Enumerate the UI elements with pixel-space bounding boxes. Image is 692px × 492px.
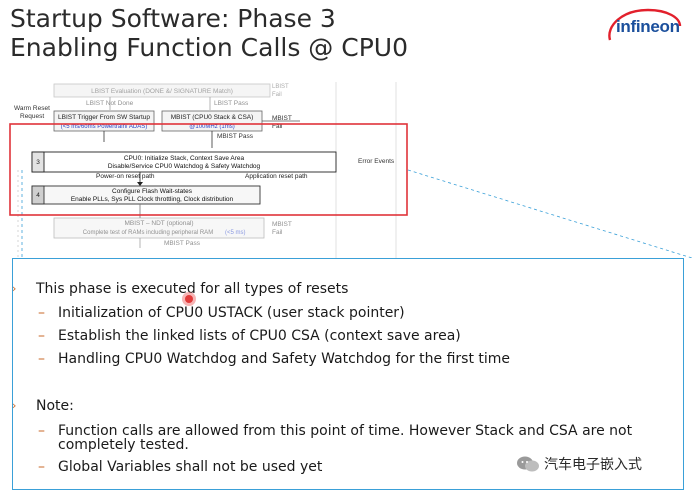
sub-bullet-3: Handling CPU0 Watchdog and Safety Watchd…	[58, 351, 511, 367]
sub-bullet-5: Global Variables shall not be used yet	[58, 459, 323, 475]
lbist-eval-label: LBIST Evaluation (DONE &/ SIGNATURE Matc…	[91, 88, 233, 95]
mbist-cpu-label: MBIST (CPU0 Stack & CSA)	[171, 114, 254, 121]
lbist-fail-label: LBIST	[272, 84, 289, 90]
dash-icon: –	[38, 328, 45, 344]
logo-swoosh-icon	[608, 8, 682, 41]
sub-bullet-1: Initialization of CPU0 USTACK (user stac…	[58, 305, 405, 321]
mbist-fail-label: Fail	[272, 123, 283, 130]
mbist-label: MBIST	[272, 115, 292, 122]
lbist-eval-box	[53, 83, 271, 98]
step4-line1: Configure Flash Wait-states	[112, 188, 193, 195]
flow-diagram-svg: LBIST Evaluation (DONE &/ SIGNATURE Matc…	[9, 82, 692, 259]
slide-title: Startup Software: Phase 3 Enabling Funct…	[10, 4, 408, 62]
mbist-ndt-time: (<5 ms)	[225, 230, 246, 236]
slide-title-line-1: Startup Software: Phase 3	[10, 4, 336, 33]
mbist-ndt-fail-label-2: Fail	[272, 229, 283, 236]
dash-icon: –	[38, 459, 45, 475]
wechat-icon	[517, 456, 539, 472]
step4-line2: Enable PLLs, Sys PLL Clock throttling, C…	[71, 196, 234, 203]
dash-icon: –	[38, 423, 45, 439]
mbist-ndt-sub: Complete test of RAMs including peripher…	[83, 230, 213, 236]
lbist-trigger-sub: (<5 ms/6oms Powertrain/ ADAS)	[61, 124, 148, 130]
infineon-logo: infineon	[604, 6, 684, 50]
step4-number: 4	[36, 192, 40, 199]
mbist-ndt-label: MBIST – NDT (optional)	[124, 220, 193, 227]
request-label: Request	[20, 113, 44, 120]
callout-box	[12, 258, 684, 490]
lbist-not-done-label: LBIST Not Done	[86, 100, 134, 107]
app-reset-path-label: Application reset path	[245, 173, 308, 180]
highlight-box	[9, 123, 408, 216]
dash-icon: –	[38, 305, 45, 321]
bullet-2: Note:	[36, 398, 74, 414]
mbist-ndt-fail-label: MBIST	[272, 221, 292, 228]
error-events-label: Error Events	[358, 158, 395, 165]
bullet-arrow-icon: ›	[12, 282, 17, 295]
slide-header: Startup Software: Phase 3 Enabling Funct…	[0, 0, 692, 62]
mbist-pass2-label: MBIST Pass	[164, 240, 201, 247]
sub-bullet-4-line-2: completely tested.	[58, 437, 189, 453]
bullet-1: This phase is executed for all types of …	[36, 281, 349, 297]
watermark: 汽车电子嵌入式	[516, 454, 686, 476]
step3-line2: Disable/Service CPU0 Watchdog & Safety W…	[108, 163, 261, 170]
dash-icon: –	[38, 351, 45, 367]
bullet-arrow-icon: ›	[12, 399, 17, 412]
lbist-fail-label-2: Fail	[272, 92, 282, 98]
sub-bullet-4-line-1: Function calls are allowed from this poi…	[58, 423, 633, 439]
step3-line1: CPU0: Initialize Stack, Context Save Are…	[124, 155, 245, 162]
pointer-highlight	[185, 295, 193, 303]
lbist-trigger-label: LBIST Trigger From SW Startup	[58, 114, 150, 121]
watermark-text: 汽车电子嵌入式	[544, 457, 642, 473]
startup-flow-diagram: LBIST Evaluation (DONE &/ SIGNATURE Matc…	[0, 62, 692, 259]
sub-bullet-2: Establish the linked lists of CPU0 CSA (…	[58, 328, 461, 344]
logo-text: infineon	[616, 17, 680, 36]
slide-title-line-2: Enabling Function Calls @ CPU0	[10, 33, 408, 62]
step3-number: 3	[36, 159, 40, 166]
mbist-ndt-box	[53, 217, 265, 239]
mbist-pass-label: MBIST Pass	[217, 133, 254, 140]
warm-reset-label: Warm Reset	[14, 105, 50, 112]
power-on-path-label: Power-on reset path	[96, 173, 155, 180]
mbist-cpu-sub: @100MHz (1ms)	[189, 124, 234, 130]
lbist-pass-label: LBIST Pass	[214, 100, 249, 107]
